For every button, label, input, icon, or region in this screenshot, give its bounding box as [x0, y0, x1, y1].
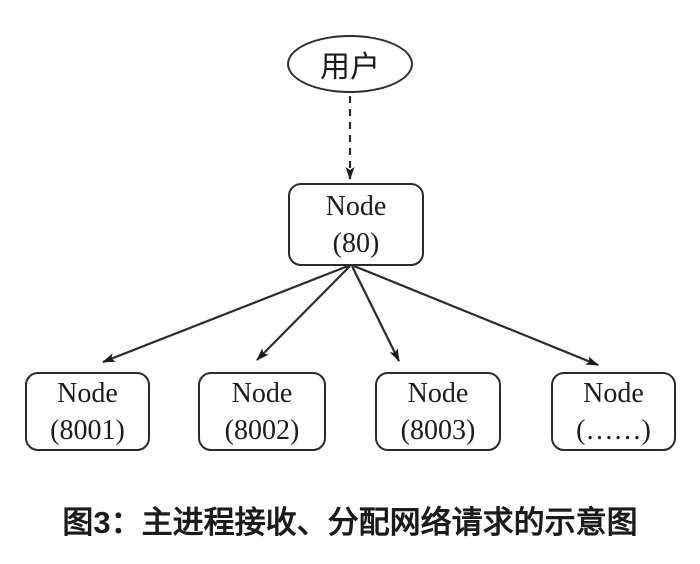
child-node-title: Node — [407, 377, 469, 409]
user-ellipse-node: 用户 — [287, 35, 413, 93]
child-node-port: (8003) — [400, 414, 476, 446]
user-label: 用户 — [320, 51, 380, 84]
root-node-title: Node — [325, 190, 387, 222]
child-node-8001: Node (8001) — [25, 372, 150, 451]
root-node-port: (80) — [332, 227, 380, 259]
child-node-title: Node — [57, 377, 118, 409]
edge-root-to-node-8003-arrow — [351, 265, 400, 362]
child-node-title: Node — [231, 377, 293, 409]
child-node-title: Node — [583, 377, 644, 409]
root-node-80: Node (80) — [288, 183, 424, 266]
child-node-8003: Node (8003) — [375, 372, 501, 451]
edge-root-to-node-8002-arrow — [256, 265, 351, 361]
child-node-port: (8002) — [224, 414, 300, 446]
figure-caption: 图3：主进程接收、分配网络请求的示意图 — [62, 505, 638, 540]
child-node-port: (8001) — [50, 414, 125, 446]
child-node-port: (……) — [576, 414, 651, 446]
child-node-8002: Node (8002) — [198, 372, 326, 451]
child-node-etc: Node (……) — [551, 372, 676, 451]
edge-root-to-node-etc-arrow — [353, 264, 599, 367]
edge-root-to-node-8001-arrow — [102, 264, 349, 364]
